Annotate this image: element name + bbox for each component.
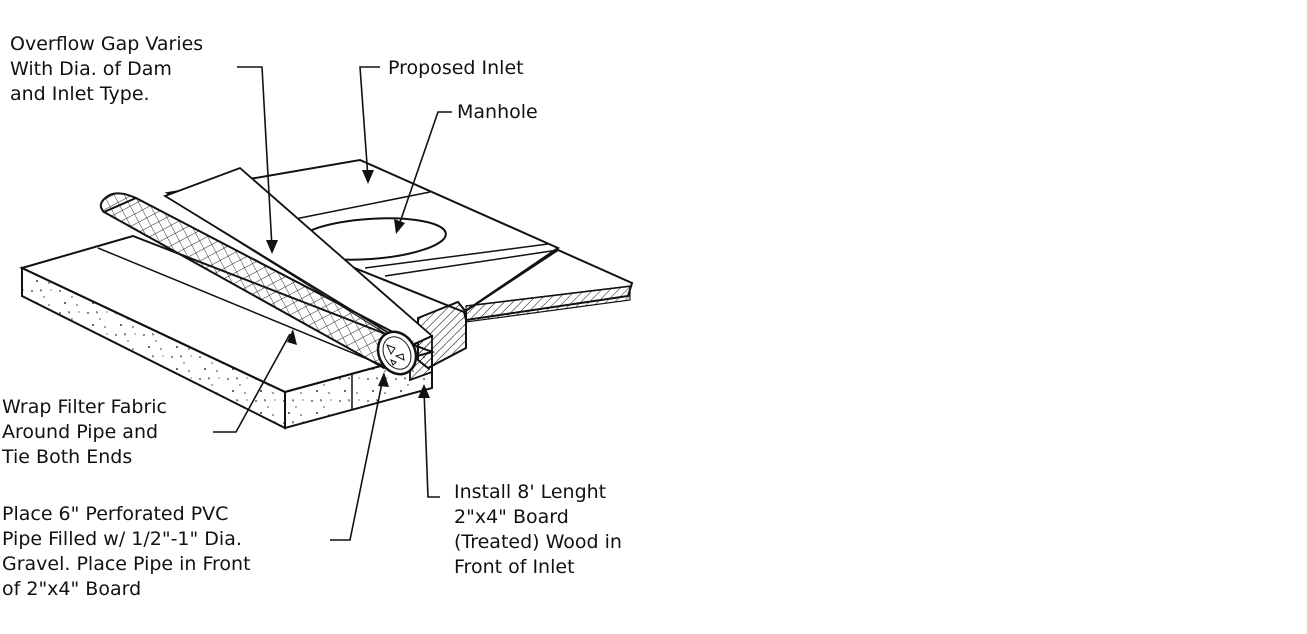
label-proposed-inlet: Proposed Inlet (388, 57, 524, 79)
arrow-overflow-gap (266, 240, 278, 254)
label-install-board: Install 8' Lenght 2"x4" Board (Treated) … (454, 481, 622, 578)
leader-wrap-filter (213, 333, 291, 433)
leader-proposed-inlet (359, 66, 380, 179)
leader-overflow-gap (237, 66, 273, 249)
arrow-place-pipe (378, 372, 389, 387)
leader-install-board (423, 389, 440, 498)
arrow-heads (266, 170, 430, 398)
filter-pipe (99, 192, 418, 376)
leader-place-pipe (330, 377, 384, 541)
arrow-install-board (418, 384, 430, 398)
label-overflow-gap: Overflow Gap Varies With Dia. of Dam and… (10, 33, 204, 105)
label-manhole: Manhole (457, 101, 538, 123)
leader-lines (213, 66, 452, 541)
arrow-manhole (394, 219, 405, 234)
arrow-wrap-filter (287, 329, 297, 345)
arrow-proposed-inlet (362, 170, 374, 184)
leader-manhole (397, 111, 452, 229)
label-wrap-filter: Wrap Filter Fabric Around Pipe and Tie B… (2, 396, 168, 468)
label-place-pipe: Place 6" Perforated PVC Pipe Filled w/ 1… (2, 503, 251, 600)
